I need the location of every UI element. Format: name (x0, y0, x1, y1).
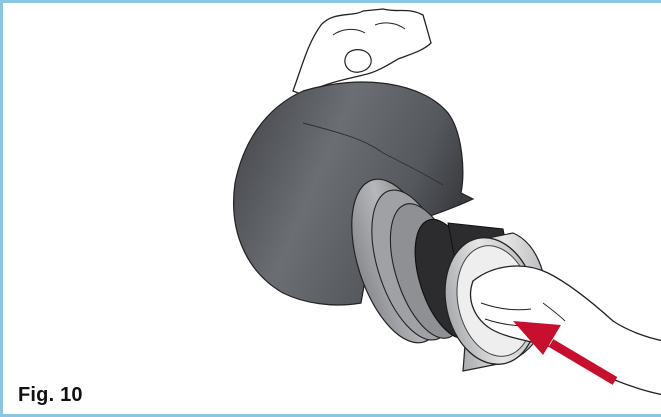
pushing-hand (471, 266, 661, 395)
pipe-elbow-illustration (3, 3, 661, 417)
figure-caption: Fig. 10 (18, 384, 83, 407)
